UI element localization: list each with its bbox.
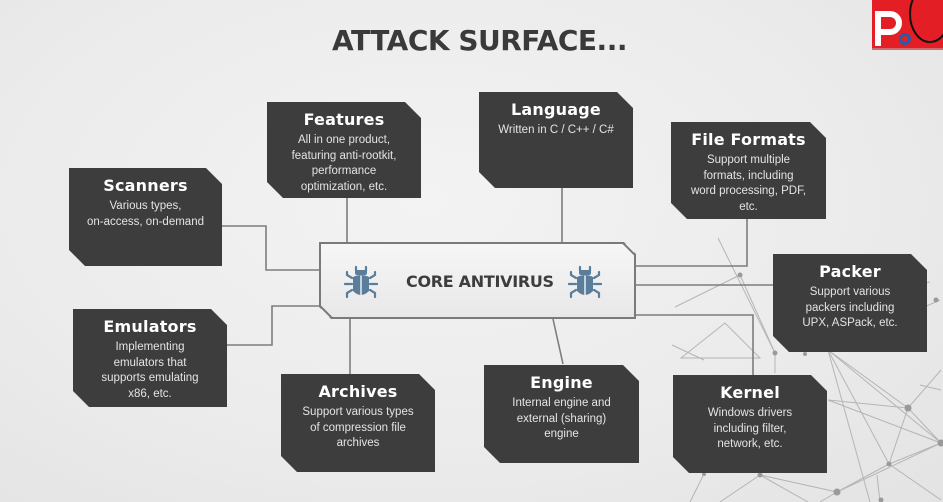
component-title: Scanners bbox=[103, 176, 188, 195]
connectors bbox=[222, 188, 774, 375]
connector-kernel bbox=[636, 314, 754, 375]
bug-icon bbox=[567, 265, 603, 301]
component-archives: Archives Support various types of compre… bbox=[281, 374, 435, 472]
component-kernel: Kernel Windows drivers including filter,… bbox=[673, 375, 827, 473]
component-title: File Formats bbox=[691, 130, 806, 149]
component-description: Support various packers including UPX, A… bbox=[802, 286, 898, 329]
component-description: Support various types of compression fil… bbox=[302, 406, 414, 449]
component-features: Features All in one product, featuring a… bbox=[267, 102, 421, 198]
component-description: Internal engine and external (sharing) e… bbox=[512, 397, 611, 440]
core-antivirus-frame bbox=[319, 242, 636, 319]
component-description: Support multiple formats, including word… bbox=[690, 154, 807, 213]
component-description: Implementing emulators that supports emu… bbox=[101, 341, 199, 400]
component-title: Emulators bbox=[103, 317, 197, 336]
brand-logo bbox=[872, 0, 943, 50]
component-title: Packer bbox=[819, 262, 881, 281]
component-packer: Packer Support various packers including… bbox=[773, 254, 927, 352]
connector-emulators bbox=[226, 305, 319, 346]
component-emulators: Emulators Implementing emulators that su… bbox=[73, 309, 227, 407]
component-language: Language Written in C / C++ / C# bbox=[479, 92, 633, 188]
connector-file-formats bbox=[636, 218, 748, 267]
connector-scanners bbox=[222, 225, 319, 271]
component-description: Written in C / C++ / C# bbox=[498, 124, 614, 136]
component-title: Language bbox=[511, 100, 601, 119]
component-file-formats: File Formats Support multiple formats, i… bbox=[671, 122, 826, 219]
component-title: Features bbox=[303, 110, 385, 129]
component-title: Kernel bbox=[720, 383, 780, 402]
component-description: All in one product, featuring anti-rootk… bbox=[291, 134, 397, 193]
component-engine: Engine Internal engine and external (sha… bbox=[484, 365, 639, 463]
component-title: Engine bbox=[530, 373, 593, 392]
core-antivirus-label: CORE ANTIVIRUS bbox=[406, 272, 554, 291]
component-description: Windows drivers including filter, networ… bbox=[707, 407, 793, 450]
slide-title: ATTACK SURFACE... bbox=[332, 24, 627, 57]
component-title: Archives bbox=[318, 382, 398, 401]
component-description: Various types, on-access, on-demand bbox=[87, 200, 204, 228]
bug-icon bbox=[343, 265, 379, 301]
connector-engine bbox=[552, 318, 564, 365]
component-scanners: Scanners Various types, on-access, on-de… bbox=[69, 168, 222, 266]
